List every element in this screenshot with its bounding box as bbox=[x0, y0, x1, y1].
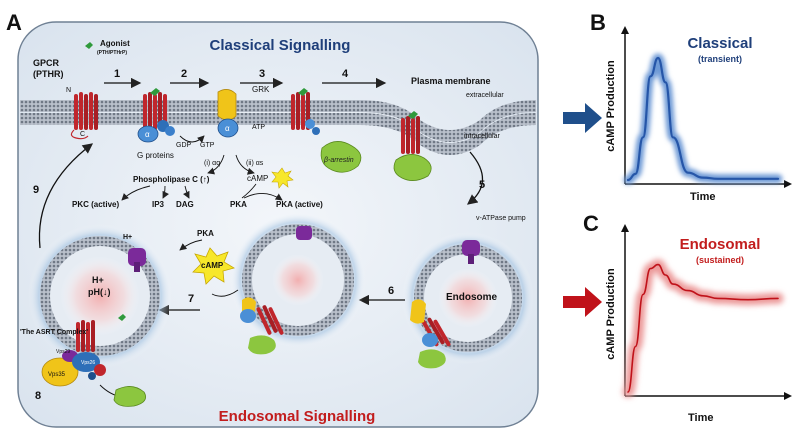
chart-b-title: Classical bbox=[687, 35, 752, 52]
step-2-label: 2 bbox=[181, 68, 187, 80]
endosomal-camp-burst-icon bbox=[192, 247, 236, 285]
chart-b-xlabel: Time bbox=[690, 191, 715, 203]
beta-arrestin-label: β-arrestin bbox=[323, 157, 354, 164]
endosomal-title: Endosomal Signalling bbox=[219, 408, 376, 425]
ph-down-label: pH(↓) bbox=[88, 287, 111, 297]
dag-label: DAG bbox=[176, 200, 194, 209]
chart-b-ylabel: cAMP Production bbox=[605, 60, 617, 152]
chart-c-xlabel: Time bbox=[688, 412, 713, 424]
pthr-label: (PTHR) bbox=[33, 69, 64, 79]
gs-alpha-adenylyl-icon: α bbox=[217, 89, 239, 138]
asrt-complex-icon bbox=[41, 350, 106, 387]
panel-label-a: A bbox=[6, 10, 22, 35]
acidified-vatpase-icon bbox=[128, 248, 146, 272]
chart-c bbox=[621, 224, 792, 400]
step-8-label: 8 bbox=[35, 390, 41, 402]
vatpase-pump-icon bbox=[462, 240, 480, 264]
chart-c-series-line bbox=[627, 263, 779, 393]
ip3-label: IP3 bbox=[152, 200, 165, 209]
atp-label: ATP bbox=[252, 124, 265, 131]
step-6-label: 6 bbox=[388, 285, 394, 297]
endosomal-big-arrow bbox=[563, 287, 602, 317]
early-endosome bbox=[402, 232, 534, 364]
alpha-q-arrow bbox=[207, 154, 225, 175]
endosomal-pka-arrow bbox=[179, 239, 203, 251]
acidified-endosome bbox=[28, 224, 172, 368]
gtp-label: GTP bbox=[200, 142, 215, 149]
plc-to-pkc-arrow bbox=[121, 185, 151, 201]
endosome-receptor-complex-icon bbox=[410, 299, 451, 369]
plasma-membrane-label: Plasma membrane bbox=[411, 76, 491, 86]
chart-c-curve-glow bbox=[622, 259, 784, 398]
agonist-label: Agonist bbox=[100, 39, 130, 48]
pka-label: PKA bbox=[230, 200, 247, 209]
gdp-label: GDP bbox=[176, 142, 192, 149]
vatpase-label: v-ATPase pump bbox=[476, 215, 526, 222]
chart-c-title: Endosomal bbox=[680, 236, 761, 253]
classical-title: Classical Signalling bbox=[210, 37, 351, 54]
endosomal-camp-label: cAMP bbox=[201, 261, 224, 270]
panel-label-c: C bbox=[583, 211, 599, 236]
released-arrestin-icon bbox=[113, 386, 147, 407]
endosome-label: Endosome bbox=[446, 292, 498, 303]
step-9-label: 9 bbox=[33, 184, 39, 196]
step-7-curve bbox=[211, 289, 239, 297]
extracellular-label: extracellular bbox=[466, 92, 504, 99]
pkc-active-label: PKC (active) bbox=[72, 200, 119, 209]
endosomal-pka-label: PKA bbox=[197, 229, 214, 238]
gpcr-label: GPCR bbox=[33, 58, 60, 68]
alpha-s-label: (ii) αs bbox=[246, 160, 264, 167]
g-proteins-label: G proteins bbox=[137, 151, 174, 160]
panel-label-b: B bbox=[590, 10, 606, 35]
step-5-arrow bbox=[466, 151, 484, 205]
phospholipase-label: Phospholipase C (↑) bbox=[133, 175, 210, 184]
phosphorylated-receptor-icon bbox=[291, 88, 320, 135]
step-1-label: 1 bbox=[114, 68, 120, 80]
plc-to-ip3-arrow bbox=[162, 185, 170, 199]
vatpase-h-plus-label: H+ bbox=[123, 234, 132, 241]
alpha-s-arrow bbox=[235, 154, 255, 175]
gpcr-gprotein-complex-icon: α bbox=[137, 88, 175, 143]
chart-b-series-line bbox=[626, 56, 780, 182]
step-5-label: 5 bbox=[479, 179, 485, 191]
chart-b bbox=[621, 26, 792, 188]
vps26-label: Vps26 bbox=[81, 360, 95, 366]
chart-c-ylabel: cAMP Production bbox=[605, 268, 617, 360]
vps35-label: Vps35 bbox=[48, 372, 66, 378]
svg-text:α: α bbox=[145, 130, 150, 139]
camp-to-pka-arrow bbox=[241, 183, 257, 199]
gpcr-receptor-icon bbox=[70, 92, 98, 140]
beta-arrestin-icon: β-arrestin bbox=[320, 141, 362, 173]
chart-c-subtitle: (sustained) bbox=[696, 255, 744, 265]
endosome-h-plus-label: H+ bbox=[92, 275, 104, 285]
step-9-arrow bbox=[38, 143, 94, 249]
step-7-label: 7 bbox=[188, 293, 194, 305]
gdp-gtp-exchange-arrow bbox=[179, 135, 205, 143]
retromer-receptor-icon bbox=[76, 314, 126, 352]
n-terminus-label: N bbox=[66, 87, 71, 94]
grk-label: GRK bbox=[252, 85, 270, 94]
c-terminus-label: C bbox=[80, 131, 85, 138]
classical-big-arrow bbox=[563, 103, 602, 133]
intracellular-label: intracellular bbox=[464, 133, 500, 140]
pka-activation-arrow bbox=[243, 193, 283, 201]
camp-label: cAMP bbox=[247, 174, 268, 183]
middle-vatpase-icon bbox=[296, 226, 312, 240]
plc-to-dag-arrow bbox=[182, 185, 190, 199]
pka-active-label: PKA (active) bbox=[276, 200, 323, 209]
agonist-icon bbox=[85, 42, 93, 49]
svg-text:α: α bbox=[225, 124, 230, 133]
internalizing-receptor-icon bbox=[393, 111, 432, 181]
camp-burst-icon bbox=[271, 167, 294, 189]
agonist-sub-label: (PTH/PTHrP) bbox=[97, 50, 127, 56]
asrt-complex-label: 'The ASRT Complex' bbox=[20, 329, 88, 336]
middle-receptor-complex-icon bbox=[240, 297, 284, 355]
chart-b-subtitle: (transient) bbox=[698, 54, 742, 64]
step-4-label: 4 bbox=[342, 68, 349, 80]
step-3-label: 3 bbox=[259, 68, 265, 80]
alpha-q-label: (i) αq bbox=[204, 160, 220, 167]
vps29-label: Vps29 bbox=[56, 349, 70, 355]
